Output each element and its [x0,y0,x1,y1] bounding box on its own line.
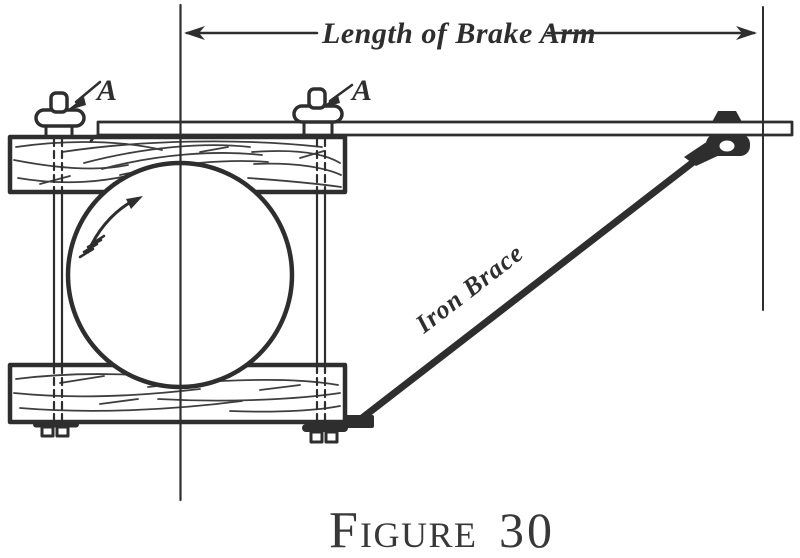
caption-number: 30 [499,502,555,558]
dimension-label: Length of Brake Arm [321,17,596,50]
rotation-arrow [78,196,143,259]
brake-arm-end-hook [89,133,101,143]
left-a-bolt [34,91,86,139]
dimension-arrowhead-right [736,26,757,40]
brace-foot [344,415,374,428]
figure-caption: F IGURE 30 [329,502,555,558]
wood-grain-top [13,140,342,188]
dimension-arrowhead-left [184,26,205,40]
arm-end-bolt [706,111,750,156]
bolt-label-left: A [95,74,117,107]
left-tie-rod [52,137,64,422]
right-a-bolt [292,87,344,138]
iron-brace-label: Iron Brace [409,238,529,339]
iron-brace [344,137,724,428]
arm-end-nut-hole [719,140,735,152]
right-a-leader-arrow [321,83,354,108]
left-bottom-nut [33,421,79,438]
arm-end-bolt-cap [712,111,742,122]
bottom-wood-block [7,362,348,425]
right-tie-rod [315,137,327,422]
bolt-label-right: A [350,74,372,107]
caption-initial: F [329,502,358,558]
brake-arm [89,120,794,143]
right-bottom-nut [302,424,348,444]
left-a-leader-arrow [66,80,102,111]
caption-rest: IGURE [360,515,478,555]
dimension-line [184,26,757,40]
